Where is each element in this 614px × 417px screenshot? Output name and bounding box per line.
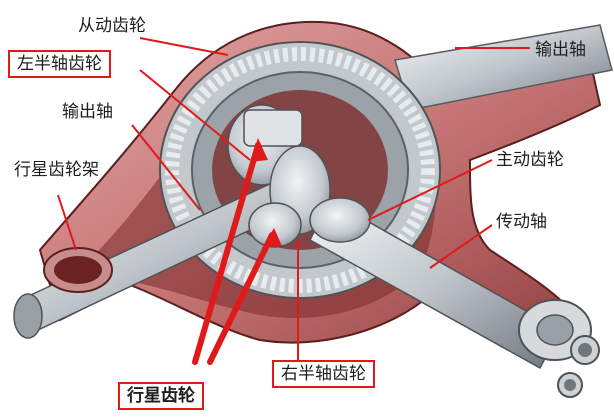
label-drive-gear: 主动齿轮 [496,150,564,170]
label-planet-gear: 行星齿轮 [118,382,204,410]
label-output-shaft-right: 输出轴 [535,40,586,60]
label-planet-carrier: 行星齿轮架 [14,160,99,180]
label-left-side-gear: 左半轴齿轮 [8,50,111,78]
drive-yoke [519,300,599,397]
carrier-tube [44,248,112,292]
label-driven-gear: 从动齿轮 [78,16,146,36]
label-output-shaft-left: 输出轴 [62,102,113,122]
label-right-side-gear: 右半轴齿轮 [272,360,375,388]
leader-driven-gear [140,38,228,55]
label-drive-shaft: 传动轴 [496,212,547,232]
